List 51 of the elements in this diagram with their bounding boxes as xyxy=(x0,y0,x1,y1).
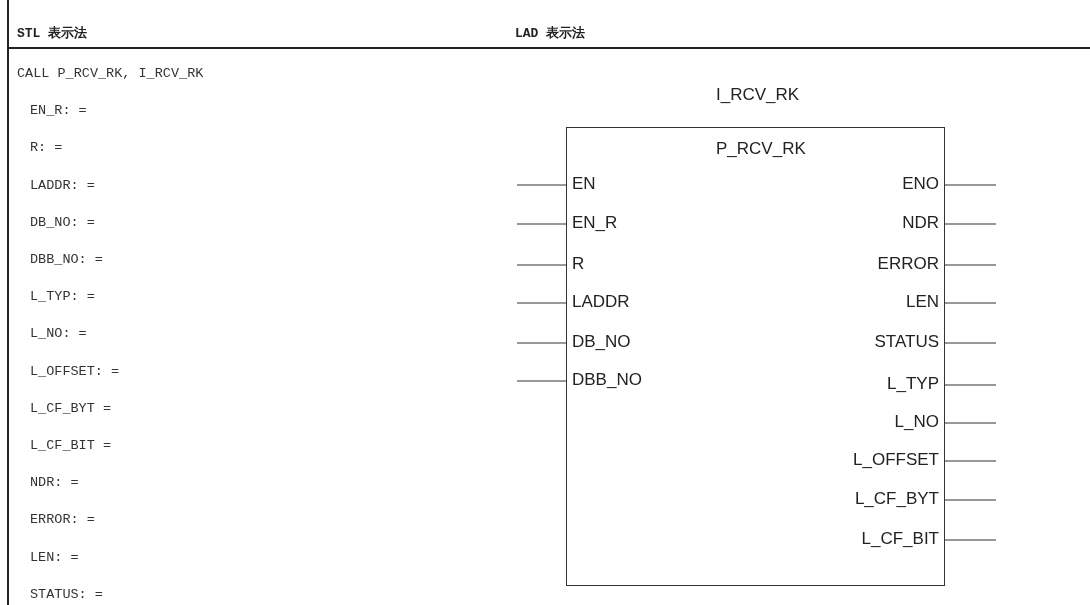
pin-line xyxy=(943,499,997,501)
code-line: EN_R: = xyxy=(30,103,87,119)
column-header: STL 表示法 xyxy=(17,25,88,42)
code-line: ERROR: = xyxy=(30,512,95,528)
code-line: DB_NO: = xyxy=(30,214,95,230)
pin-line xyxy=(943,264,997,266)
column-header: LAD 表示法 xyxy=(515,25,586,42)
pin-name: DB_NO xyxy=(572,332,631,352)
code-line: NDR: = xyxy=(30,475,79,491)
pin-line xyxy=(516,302,567,304)
pin-name: L_TYP xyxy=(887,374,939,394)
pin-name: LEN xyxy=(905,292,939,312)
pin-line xyxy=(943,184,997,186)
code-line: R: = xyxy=(30,140,63,156)
pin-line xyxy=(516,223,567,225)
pin-name: L_NO xyxy=(894,412,939,432)
pin-line xyxy=(516,380,567,382)
pin-line xyxy=(516,184,567,186)
pin-name: EN xyxy=(572,174,596,194)
pin-line xyxy=(943,223,997,225)
pin-line xyxy=(943,342,997,344)
pin-line xyxy=(943,302,997,304)
pin-name: L_CF_BYT xyxy=(854,489,939,509)
code-line: LEN: = xyxy=(30,549,79,565)
code-line: L_TYP: = xyxy=(30,289,95,305)
pin-name: ENO xyxy=(902,174,939,194)
pin-name: ERROR xyxy=(877,254,939,274)
block-name: P_RCV_RK xyxy=(716,139,806,159)
pin-line xyxy=(516,342,567,344)
code-line: L_OFFSET: = xyxy=(30,363,120,379)
pin-name: EN_R xyxy=(572,213,618,233)
code-line: L_CF_BYT = xyxy=(30,400,111,416)
code-line: STATUS: = xyxy=(30,586,103,602)
pin-name: L_OFFSET xyxy=(853,450,939,470)
pin-name: NDR xyxy=(902,213,939,233)
pin-name: L_CF_BIT xyxy=(861,529,939,549)
pin-name: R xyxy=(572,254,585,274)
pin-name: LADDR xyxy=(572,292,630,312)
pin-line xyxy=(943,422,997,424)
pin-line xyxy=(943,384,997,386)
code-line: LADDR: = xyxy=(30,177,95,193)
pin-line xyxy=(943,539,997,541)
pin-name: DBB_NO xyxy=(572,370,642,390)
instance-name: I_RCV_RK xyxy=(716,85,800,105)
pin-name: STATUS xyxy=(874,332,939,352)
pin-line xyxy=(516,264,567,266)
code-line: L_NO: = xyxy=(30,326,87,342)
code-line: CALL P_RCV_RK, I_RCV_RK xyxy=(17,66,204,81)
code-line: L_CF_BIT = xyxy=(30,438,111,453)
code-line: DBB_NO: = xyxy=(30,252,103,267)
pin-line xyxy=(943,460,997,462)
